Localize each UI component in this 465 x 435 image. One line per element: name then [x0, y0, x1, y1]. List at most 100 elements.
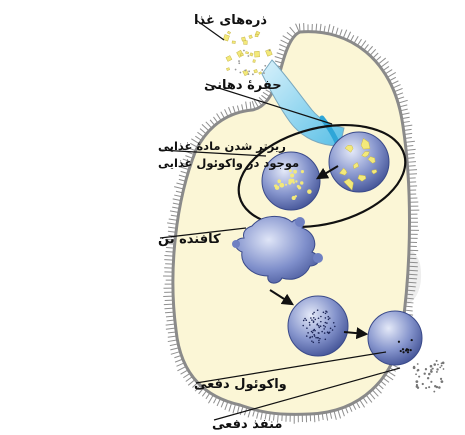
food-bit	[275, 185, 279, 189]
digested-dot	[312, 313, 314, 315]
digested-dot	[324, 332, 326, 334]
waste-spray-dot	[425, 387, 427, 389]
digested-dot	[320, 316, 322, 318]
waste-spray-dot	[434, 385, 436, 387]
waste-spray-dot	[422, 383, 424, 385]
waste-spray	[413, 360, 445, 393]
digested-dot	[318, 317, 320, 319]
waste-spray-dot	[438, 386, 441, 389]
food-speck	[235, 69, 237, 71]
waste-spray-dot	[433, 391, 435, 393]
waste-spray-dot	[424, 373, 426, 375]
lysosome-bud	[313, 253, 323, 263]
digested-dot	[325, 317, 327, 319]
waste-spray-dot	[427, 377, 429, 379]
digested-dot	[309, 322, 311, 324]
waste-dot	[407, 351, 409, 353]
waste-spray-dot	[418, 376, 420, 378]
food-particle	[232, 41, 235, 44]
food-particle	[254, 51, 259, 57]
waste-dot	[405, 349, 407, 351]
waste-dot	[410, 349, 412, 351]
waste-spray-dot	[415, 373, 417, 375]
food-particle	[254, 69, 258, 73]
waste-spray-dot	[441, 380, 444, 383]
waste-spray-dot	[430, 369, 432, 371]
food-speck	[238, 60, 240, 62]
waste-spray-dot	[433, 363, 436, 366]
food-bit	[293, 181, 295, 183]
digested-dot	[312, 332, 314, 334]
digested-dot	[313, 342, 315, 344]
digested-dot	[317, 337, 319, 339]
digested-dot	[327, 316, 329, 318]
digested-dot	[329, 317, 331, 319]
food-speck	[269, 50, 271, 52]
food-speck	[264, 65, 266, 67]
food-speck	[243, 50, 245, 52]
digested-dot	[321, 331, 323, 333]
food-speck	[244, 70, 246, 72]
waste-spray-dot	[430, 381, 432, 383]
digested-dot	[309, 324, 311, 326]
food-particle	[249, 35, 253, 39]
digested-dot	[318, 340, 320, 342]
digested-dot	[306, 327, 308, 329]
food-particle	[255, 34, 258, 37]
digested-dot	[313, 312, 315, 314]
food-particle	[223, 34, 229, 41]
food-speck	[247, 55, 249, 57]
food-speck	[247, 73, 249, 75]
label-lysosome: کافنده تن	[158, 232, 221, 247]
food-particle	[226, 68, 229, 71]
digested-dot	[311, 340, 313, 342]
digested-dot	[326, 322, 328, 324]
digested-dot	[323, 328, 325, 330]
digested-dot	[320, 321, 322, 323]
food-bit	[298, 186, 301, 189]
digested-dot	[333, 322, 335, 324]
waste-spray-dot	[436, 360, 438, 362]
food-bit	[300, 181, 303, 184]
label-oral-groove: حفرهٔ دهانی	[204, 78, 282, 93]
food-speck	[252, 73, 254, 75]
food-speck	[238, 62, 240, 64]
food-bit	[288, 179, 293, 184]
digested-dot	[325, 322, 327, 324]
digested-dot	[323, 325, 325, 327]
food-particle	[245, 51, 248, 53]
food-speck	[248, 70, 250, 72]
waste-spray-dot	[428, 373, 431, 376]
digested-dot	[302, 325, 304, 327]
food-speck	[263, 72, 265, 74]
waste-spray-dot	[430, 365, 433, 368]
digested-dot	[326, 311, 328, 313]
waste-spray-dot	[413, 366, 416, 369]
waste-dot	[402, 348, 404, 350]
egestion-vacuole	[368, 311, 422, 365]
cilium	[290, 27, 296, 35]
label-digestion-line2: موجود در واکوئول غذایی	[158, 156, 299, 171]
digested-dot	[315, 337, 317, 339]
label-food-particles: ذره‌های غذا	[194, 13, 267, 28]
waste-spray-dot	[417, 369, 419, 371]
waste-spray-dot	[439, 366, 441, 368]
digested-dot	[318, 327, 320, 329]
digested-dot	[304, 318, 306, 320]
food-particle	[253, 60, 256, 63]
digested-dot	[311, 336, 313, 338]
food-bit	[290, 174, 294, 178]
digested-dot	[317, 323, 319, 325]
digested-dot	[328, 319, 330, 321]
digested-dot	[310, 317, 312, 319]
digested-dot	[323, 312, 325, 314]
digested-dot	[311, 319, 313, 321]
digested-dot	[306, 335, 308, 337]
food-bit	[301, 170, 304, 173]
food-speck	[239, 72, 241, 74]
waste-spray-dot	[443, 368, 445, 370]
digested-dot	[318, 342, 320, 344]
digested-dot	[318, 325, 320, 327]
label-anal-pore: منفذ دفعی	[212, 417, 282, 432]
digested-dot	[314, 319, 316, 321]
